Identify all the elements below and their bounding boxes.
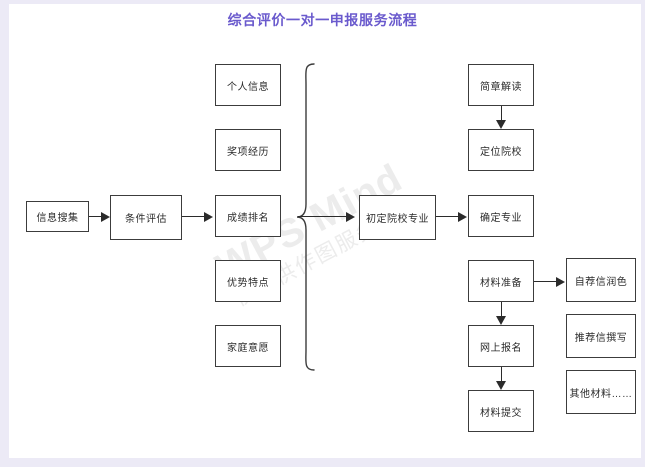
node-criteria-family-wish[interactable]: 家庭意愿 xyxy=(215,325,281,367)
node-material-submit[interactable]: 材料提交 xyxy=(468,390,534,432)
node-guide-reading[interactable]: 简章解读 xyxy=(468,64,534,106)
arrowhead-guide-to-locate xyxy=(496,120,506,129)
arrowhead-preliminary-to-confirm-major xyxy=(458,212,467,222)
node-evaluate[interactable]: 条件评估 xyxy=(110,195,182,240)
node-criteria-strengths[interactable]: 优势特点 xyxy=(215,260,281,302)
node-criteria-awards[interactable]: 奖项经历 xyxy=(215,129,281,171)
arrowhead-brace-to-preliminary xyxy=(346,212,355,222)
node-criteria-score-rank[interactable]: 成绩排名 xyxy=(215,195,281,237)
page-frame-right xyxy=(641,0,645,467)
node-online-apply[interactable]: 网上报名 xyxy=(468,325,534,367)
chart-title: 综合评价一对一申报服务流程 xyxy=(227,12,418,28)
node-criteria-personal-info[interactable]: 个人信息 xyxy=(215,64,281,106)
page-frame-left xyxy=(0,0,9,467)
connector-brace-to-preliminary xyxy=(298,216,346,217)
node-material-others[interactable]: 其他材料…… xyxy=(566,370,636,414)
arrowhead-online-apply-to-submit xyxy=(496,381,506,390)
node-material-self-recommendation[interactable]: 自荐信润色 xyxy=(566,258,636,302)
grouping-brace xyxy=(296,62,318,372)
connector-evaluate-to-score xyxy=(182,216,204,217)
page-frame-top xyxy=(0,0,645,4)
connector-preliminary-to-confirm-major xyxy=(436,216,458,217)
arrowhead-evaluate-to-score xyxy=(204,212,213,222)
node-preliminary-school-major[interactable]: 初定院校专业 xyxy=(359,195,436,240)
node-start[interactable]: 信息搜集 xyxy=(26,201,89,232)
connector-material-prep-to-recommendation xyxy=(534,281,556,282)
connector-online-apply-to-submit xyxy=(501,367,502,381)
arrowhead-material-prep-to-recommendation xyxy=(556,277,565,287)
node-material-prep[interactable]: 材料准备 xyxy=(468,260,534,302)
page-frame-bottom xyxy=(0,458,645,467)
arrowhead-material-prep-to-online-apply xyxy=(496,316,506,325)
node-locate-school[interactable]: 定位院校 xyxy=(468,129,534,171)
arrowhead-start-to-evaluate xyxy=(101,212,110,222)
connector-material-prep-to-online-apply xyxy=(501,302,502,316)
connector-start-to-evaluate xyxy=(89,216,101,217)
node-confirm-major[interactable]: 确定专业 xyxy=(468,195,534,237)
connector-guide-to-locate xyxy=(501,106,502,120)
node-material-recommendation-letter[interactable]: 推荐信撰写 xyxy=(566,314,636,358)
